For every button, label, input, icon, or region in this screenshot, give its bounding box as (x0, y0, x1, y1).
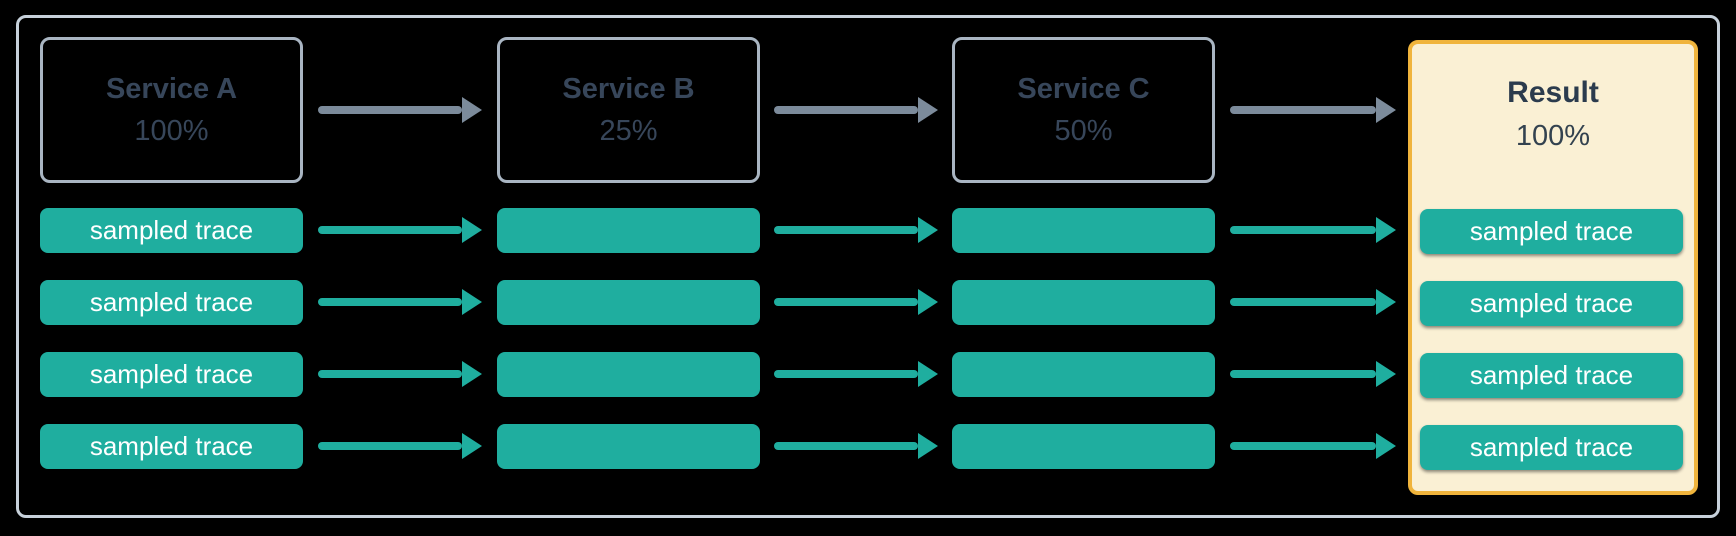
trace-bar-c1 (952, 208, 1215, 253)
trace-bar-a1: sampled trace (40, 208, 303, 253)
service-b-box: Service B 25% (497, 37, 760, 183)
trace-bar-result-1: sampled trace (1420, 209, 1683, 254)
trace-arrow-b-c-3 (774, 370, 918, 378)
trace-bar-c4 (952, 424, 1215, 469)
service-c-title: Service C (1017, 72, 1150, 105)
service-c-rate: 50% (1054, 115, 1113, 147)
trace-bar-a3: sampled trace (40, 352, 303, 397)
trace-bar-b1 (497, 208, 760, 253)
trace-bar-result-2: sampled trace (1420, 281, 1683, 326)
result-header: Result 100% (1412, 44, 1694, 184)
trace-bar-b2 (497, 280, 760, 325)
trace-bar-b4 (497, 424, 760, 469)
service-b-title: Service B (562, 72, 695, 105)
trace-arrow-b-c-2 (774, 298, 918, 306)
service-a-title: Service A (105, 72, 238, 105)
arrow-service-b-to-c (774, 106, 918, 114)
trace-bar-b3 (497, 352, 760, 397)
trace-bar-c2 (952, 280, 1215, 325)
trace-arrow-c-result-1 (1230, 226, 1376, 234)
trace-bar-a4: sampled trace (40, 424, 303, 469)
trace-bar-c3 (952, 352, 1215, 397)
trace-bar-a2: sampled trace (40, 280, 303, 325)
trace-bar-result-3: sampled trace (1420, 353, 1683, 398)
service-a-box: Service A 100% (40, 37, 303, 183)
trace-arrow-c-result-2 (1230, 298, 1376, 306)
trace-arrow-b-c-4 (774, 442, 918, 450)
service-a-rate: 100% (134, 115, 209, 147)
trace-bar-result-4: sampled trace (1420, 425, 1683, 470)
trace-arrow-b-c-1 (774, 226, 918, 234)
trace-arrow-c-result-3 (1230, 370, 1376, 378)
trace-arrow-a-b-3 (318, 370, 462, 378)
service-c-box: Service C 50% (952, 37, 1215, 183)
trace-arrow-a-b-4 (318, 442, 462, 450)
result-rate: 100% (1515, 119, 1591, 152)
result-panel: Result 100% sampled trace sampled trace … (1408, 40, 1698, 495)
service-b-rate: 25% (599, 115, 658, 147)
trace-arrow-c-result-4 (1230, 442, 1376, 450)
result-title: Result (1507, 76, 1599, 110)
arrow-service-a-to-b (318, 106, 462, 114)
diagram-frame (16, 15, 1720, 518)
arrow-service-c-to-result (1230, 106, 1376, 114)
trace-arrow-a-b-1 (318, 226, 462, 234)
trace-arrow-a-b-2 (318, 298, 462, 306)
